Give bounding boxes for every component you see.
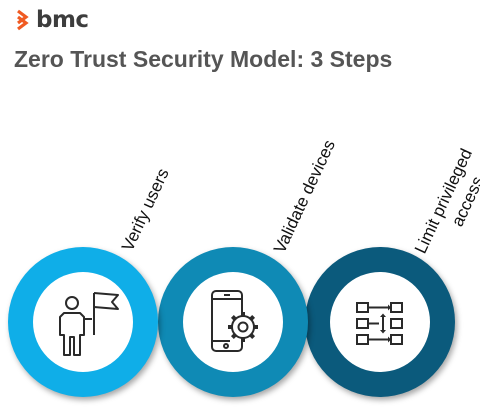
bmc-chevron-icon [17,9,29,31]
step-ring-1 [8,247,158,397]
brand-name: bmc [36,7,89,33]
user-flag-icon [59,292,119,356]
bmc-logo: bmc [16,7,89,33]
ring-center [333,275,427,369]
access-flow-icon [356,302,403,345]
page-title: Zero Trust Security Model: 3 Steps [14,46,393,72]
step-label-validate-devices: Validate devices [270,136,340,257]
step-ring-3 [305,247,455,397]
step-ring-2 [158,247,308,397]
mobile-gear-icon [211,290,258,352]
step-label-verify-users: Verify users [118,165,173,255]
